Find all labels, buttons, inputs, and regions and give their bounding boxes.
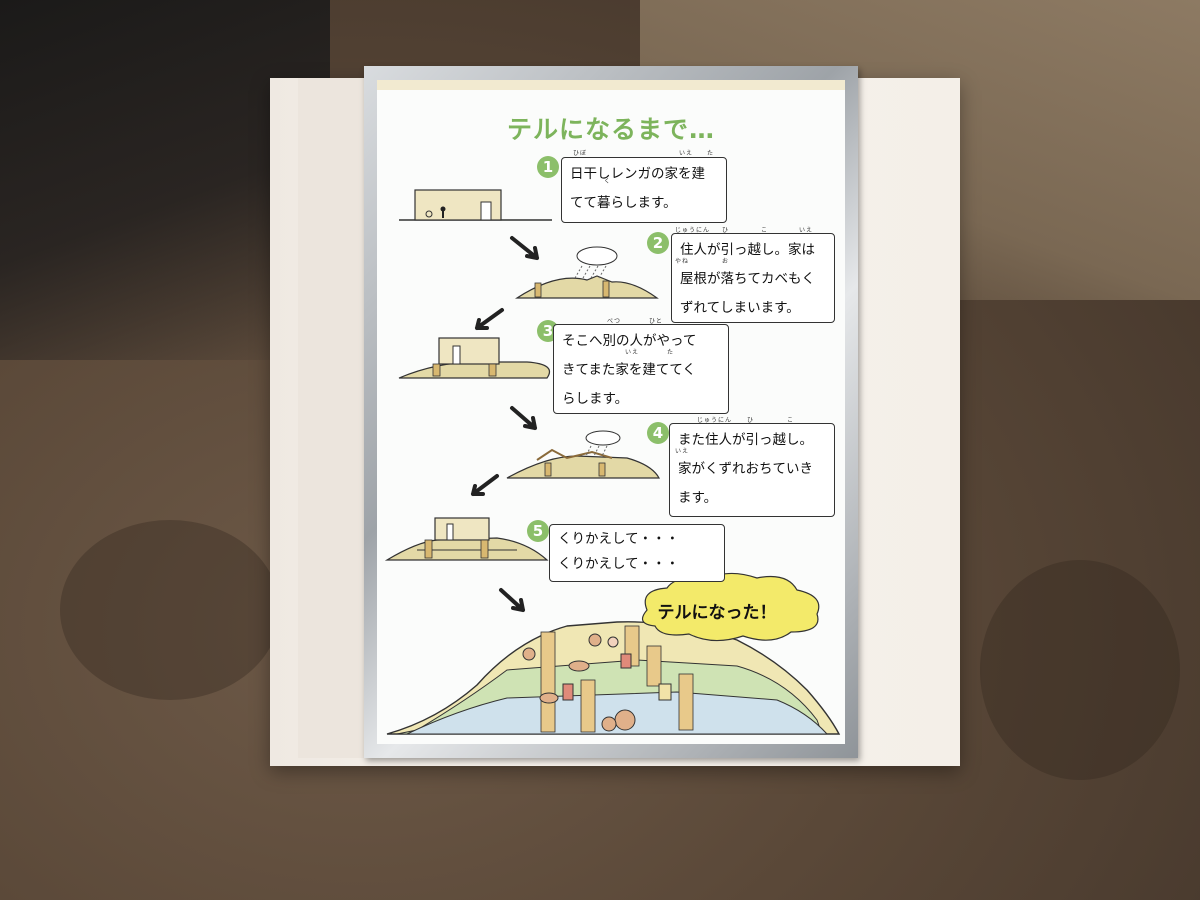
arrow-down-right <box>510 236 539 260</box>
furigana: ひ <box>722 227 730 234</box>
ruin-illustration-2 <box>514 246 659 299</box>
arrow-down-right <box>510 406 537 430</box>
tell-mound-cross-section <box>386 621 841 735</box>
furigana: ひ <box>747 417 755 424</box>
step-badge-2: 2 <box>647 232 669 254</box>
floor-stain <box>60 520 280 700</box>
house-illustration-5 <box>384 517 549 561</box>
step-badge-1: 1 <box>537 156 559 178</box>
step-text-line: くりかえして・・・ <box>558 531 680 547</box>
furigana: じゅうにん <box>675 227 711 234</box>
step-text-box-5: くりかえして・・・ くりかえして・・・ <box>549 524 725 582</box>
furigana: いえ <box>625 349 640 356</box>
poster-illustrations <box>384 189 841 735</box>
poster-title: テルになるまで… <box>506 115 715 144</box>
step-text-line: そこへ別の人がやって <box>562 333 697 349</box>
furigana: た <box>667 349 675 356</box>
step-text-box-2: 住人が引っ越し。家は 屋根が落ちてカベもく ずれてしまいます。 <box>671 233 835 323</box>
furigana: いえ <box>679 150 694 157</box>
step-text-line: 日干しレンガの家を建 <box>570 166 705 182</box>
furigana: こ <box>787 417 795 424</box>
furigana: いえ <box>675 448 690 455</box>
floor-stain <box>980 560 1180 780</box>
tell-poster: テルになるまで… <box>377 80 845 744</box>
step-text-line: 屋根が落ちてカベもく <box>680 271 815 287</box>
arrow-down-left <box>475 308 504 330</box>
furigana: く <box>604 178 612 185</box>
step-text-box-3: そこへ別の人がやって きてまた家を建ててく らします。 <box>553 324 729 414</box>
step-text-box-1: 日干しレンガの家を建 てて暮らします。 <box>561 157 727 223</box>
house-illustration-1 <box>399 189 552 221</box>
step-text-line: くりかえして・・・ <box>558 556 680 572</box>
furigana: ひと <box>649 318 663 325</box>
ruin-illustration-4 <box>506 430 661 479</box>
arrow-down-left <box>471 474 499 496</box>
furigana: た <box>707 150 715 157</box>
final-speech-label: テルになった！ <box>657 603 777 623</box>
furigana: ひぼ <box>573 150 588 157</box>
step-text-line: 住人が引っ越し。家は <box>680 242 815 258</box>
furigana: いえ <box>799 227 814 234</box>
furigana: こ <box>761 227 769 234</box>
step-text-line: らします。 <box>562 391 629 407</box>
poster-top-strip <box>377 80 845 90</box>
arrow-down-right <box>499 588 525 612</box>
step-text-line: 家がくずれおちていき <box>678 461 813 477</box>
step-badge-4: 4 <box>647 422 669 444</box>
furigana: お <box>722 258 730 265</box>
step-text-box-4: また住人が引っ越し。 家がくずれおちていき ます。 <box>669 423 835 517</box>
step-text-line: てて暮らします。 <box>570 195 677 211</box>
step-text-line: ずれてしまいます。 <box>680 300 800 316</box>
step-text-line: また住人が引っ越し。 <box>678 432 813 448</box>
step-badge-5: 5 <box>527 520 549 542</box>
furigana: やね <box>675 258 690 265</box>
step-text-line: きてまた家を建ててく <box>562 362 696 378</box>
furigana: じゅうにん <box>697 417 733 424</box>
furigana: べつ <box>607 318 622 325</box>
step-text-line: ます。 <box>678 490 718 506</box>
house-illustration-3 <box>398 337 551 379</box>
